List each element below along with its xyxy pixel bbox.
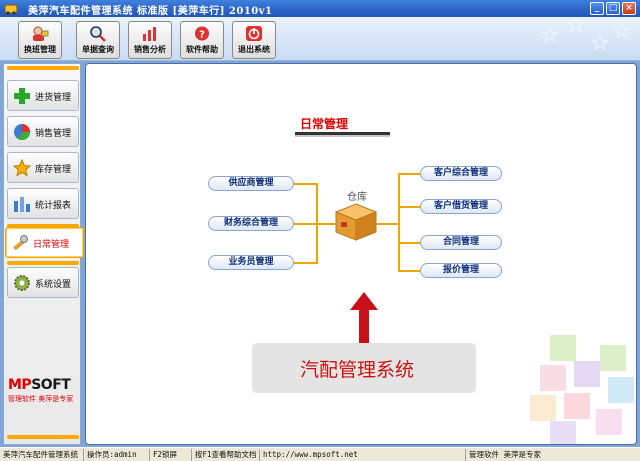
svg-text:?: ? bbox=[199, 30, 205, 41]
chart-icon bbox=[143, 27, 156, 41]
connector-line bbox=[376, 223, 400, 225]
customer-loan-management-button[interactable]: 客户借货管理 bbox=[420, 199, 502, 214]
document-query-button[interactable]: 单据查询 bbox=[76, 21, 120, 59]
sidebar-separator bbox=[7, 224, 79, 228]
mpsoft-logo: MPSOFT 管理软件 美萍是专家 bbox=[8, 377, 78, 404]
decor-star-icon: ☆ bbox=[612, 19, 632, 44]
exit-system-button[interactable]: 退出系统 bbox=[232, 21, 276, 59]
sidebar-item-label: 进货管理 bbox=[35, 93, 72, 103]
page-title: 日常管理 bbox=[300, 117, 349, 131]
sidebar-item-label: 日常管理 bbox=[33, 240, 70, 250]
warehouse-label: 仓库 bbox=[347, 192, 367, 203]
maximize-button[interactable]: □ bbox=[606, 2, 620, 15]
logo-brand: MPSOFT bbox=[8, 377, 71, 393]
toolbar: 换班管理 单据查询 销售分析 ? 软件帮助 退出系统 ☆ ☆ ☆ ☆ bbox=[0, 17, 640, 61]
sidebar-item-daily[interactable]: 日常管理 bbox=[5, 227, 84, 258]
contract-management-button[interactable]: 合同管理 bbox=[420, 235, 502, 250]
sidebar-item-settings[interactable]: 系统设置 bbox=[7, 267, 79, 298]
sidebar-item-sales[interactable]: 销售管理 bbox=[7, 116, 79, 147]
logo-slogan: 管理软件 美萍是专家 bbox=[8, 395, 74, 403]
status-lock-hint: F2锁屏 bbox=[150, 449, 192, 461]
connector-line bbox=[398, 206, 422, 208]
help-icon: ? bbox=[195, 26, 209, 41]
banner-text: 汽配管理系统 bbox=[300, 359, 415, 381]
title-underline bbox=[295, 132, 390, 137]
sidebar-item-purchase[interactable]: 进货管理 bbox=[7, 80, 79, 111]
sidebar-item-label: 系统设置 bbox=[35, 280, 72, 290]
magnifier-icon bbox=[90, 26, 106, 42]
salesperson-management-button[interactable]: 业务员管理 bbox=[208, 255, 294, 270]
wrench-icon bbox=[13, 235, 28, 250]
connector-line bbox=[292, 183, 318, 185]
sidebar-item-label: 销售管理 bbox=[35, 129, 72, 139]
status-help-hint: 按F1查看帮助文档 bbox=[192, 449, 260, 461]
sidebar-separator bbox=[7, 66, 79, 70]
status-operator: 操作员:admin bbox=[84, 449, 150, 461]
sidebar-item-label: 统计报表 bbox=[35, 201, 72, 211]
connector-line bbox=[292, 262, 318, 264]
status-website-link[interactable]: http://www.mpsoft.net bbox=[260, 449, 466, 461]
sidebar-item-reports[interactable]: 统计报表 bbox=[7, 188, 79, 219]
customer-management-button[interactable]: 客户综合管理 bbox=[420, 166, 502, 181]
decor-cubes-icon bbox=[530, 335, 634, 444]
quotation-management-button[interactable]: 报价管理 bbox=[420, 263, 502, 278]
connector-line bbox=[398, 173, 400, 272]
connector-line bbox=[398, 270, 422, 272]
shift-change-label: 换班管理 bbox=[24, 45, 56, 54]
power-icon bbox=[246, 26, 262, 41]
finance-management-button[interactable]: 财务综合管理 bbox=[208, 216, 294, 231]
title-bar: 美萍汽车配件管理系统 标准版 [美萍车行] 2010v1 _ □ × bbox=[0, 0, 640, 17]
decor-star-icon: ☆ bbox=[540, 23, 560, 48]
plus-icon bbox=[14, 88, 30, 104]
status-bar: 美萍汽车配件管理系统 操作员:admin F2锁屏 按F1查看帮助文档 http… bbox=[0, 447, 640, 461]
app-icon bbox=[4, 4, 18, 15]
exit-system-label: 退出系统 bbox=[238, 45, 270, 54]
warehouse-box-icon[interactable] bbox=[334, 202, 378, 242]
system-banner: 汽配管理系统 bbox=[252, 343, 476, 393]
supplier-management-button[interactable]: 供应商管理 bbox=[208, 176, 294, 191]
document-query-label: 单据查询 bbox=[82, 45, 114, 54]
software-help-label: 软件帮助 bbox=[186, 45, 218, 54]
shift-change-button[interactable]: 换班管理 bbox=[18, 21, 62, 59]
decor-star-icon: ☆ bbox=[566, 17, 586, 38]
sidebar-item-inventory[interactable]: 库存管理 bbox=[7, 152, 79, 183]
status-slogan: 管理软件 美萍是专家 bbox=[469, 450, 542, 459]
sidebar-separator bbox=[7, 435, 79, 439]
minimize-button[interactable]: _ bbox=[590, 2, 604, 15]
main-panel: 日常管理 供应商管理 财务综合管理 业务员管理 客户综合管理 客户借货管理 合同… bbox=[85, 63, 637, 445]
star-icon bbox=[13, 159, 31, 177]
shift-change-icon bbox=[33, 26, 49, 41]
window-title: 美萍汽车配件管理系统 标准版 [美萍车行] 2010v1 bbox=[28, 6, 273, 17]
arrow-up-icon bbox=[350, 292, 378, 344]
status-app-name: 美萍汽车配件管理系统 bbox=[0, 449, 84, 461]
sidebar: 进货管理 销售管理 库存管理 统计报表 日常管理 系统设置 MPSOFT bbox=[3, 63, 84, 445]
gear-icon bbox=[14, 275, 30, 291]
sales-analysis-button[interactable]: 销售分析 bbox=[128, 21, 172, 59]
sidebar-separator bbox=[7, 261, 79, 265]
decor-star-icon: ☆ bbox=[590, 31, 610, 56]
connector-line bbox=[292, 223, 336, 225]
bar-chart-icon bbox=[14, 197, 30, 212]
connector-line bbox=[398, 173, 422, 175]
software-help-button[interactable]: ? 软件帮助 bbox=[180, 21, 224, 59]
close-button[interactable]: × bbox=[622, 2, 636, 15]
pie-icon bbox=[14, 124, 31, 141]
connector-line bbox=[316, 183, 318, 264]
connector-line bbox=[398, 242, 422, 244]
sidebar-item-label: 库存管理 bbox=[35, 165, 72, 175]
sales-analysis-label: 销售分析 bbox=[134, 45, 166, 54]
